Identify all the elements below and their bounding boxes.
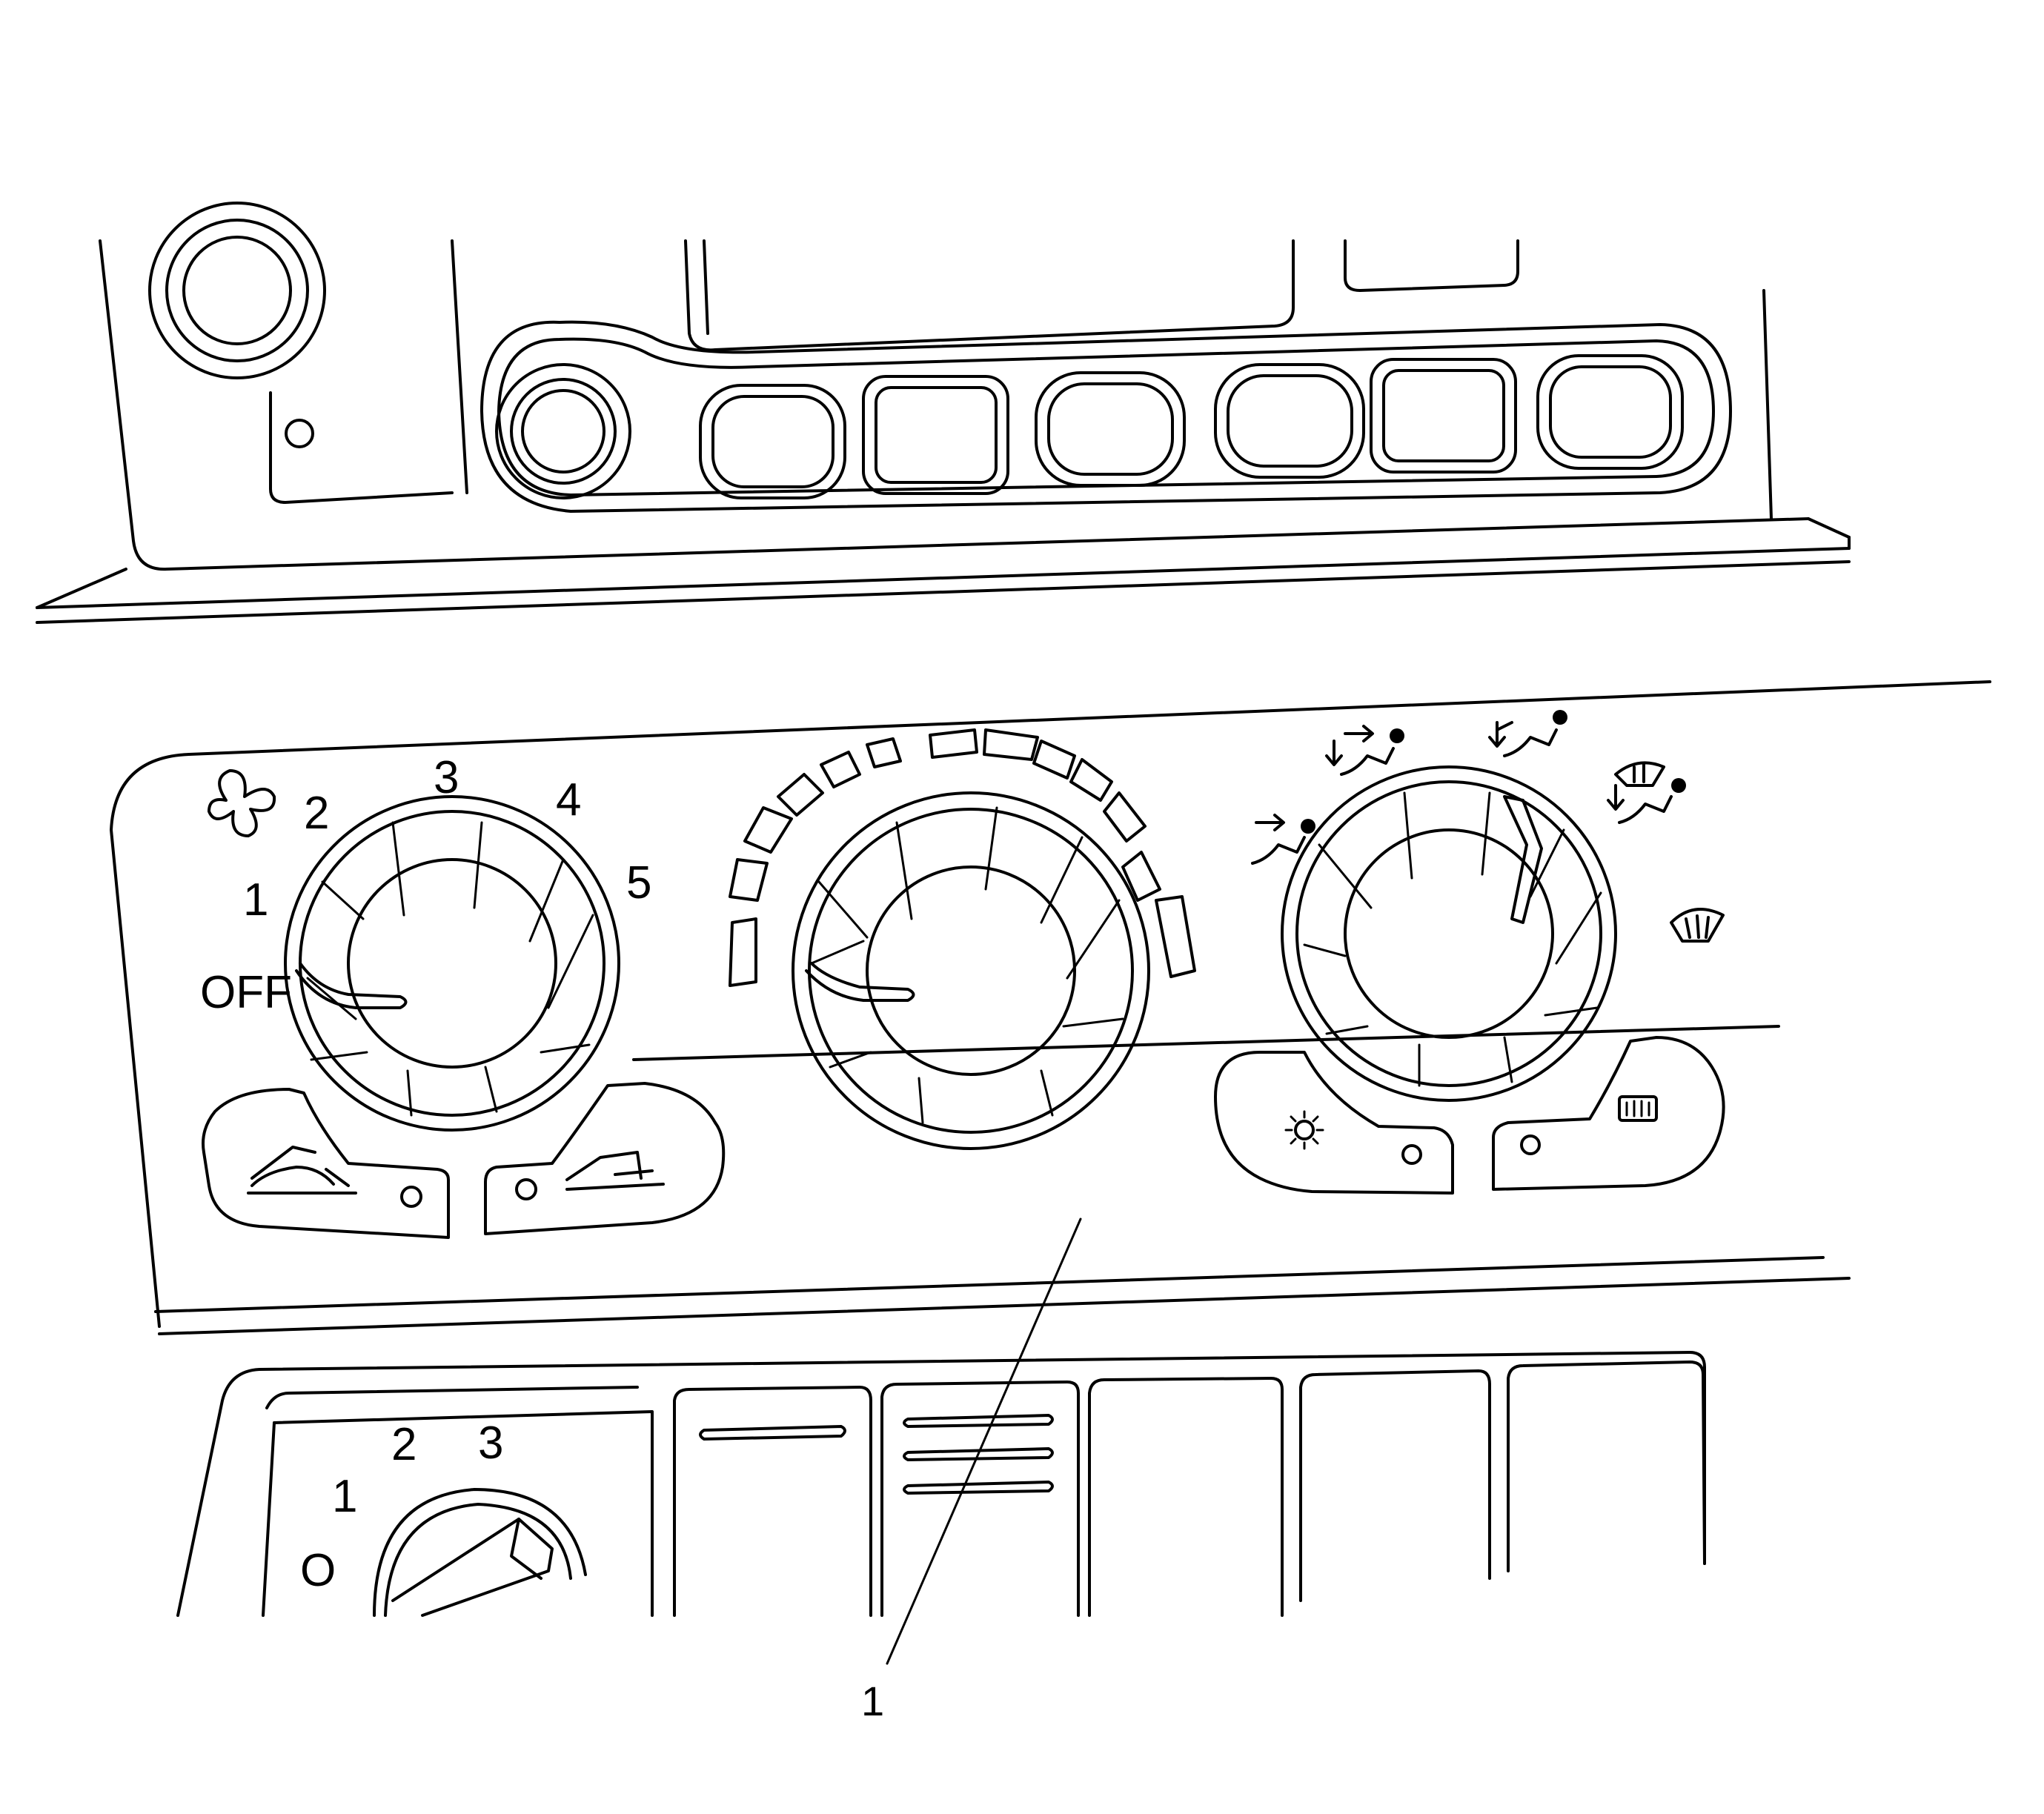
air-conditioning-icon	[1284, 1110, 1324, 1150]
feet-and-windscreen-icon	[1607, 761, 1686, 824]
recirculation-icon	[247, 1146, 357, 1195]
upper-audio-unit	[36, 202, 1851, 624]
callout-label: 1	[861, 1678, 884, 1724]
fan-scale-4: 4	[556, 774, 581, 825]
fan-knob-pointer	[295, 962, 408, 1009]
face-vent-icon	[1251, 814, 1315, 865]
fresh-air-lamp	[515, 1178, 537, 1200]
preset-button-5[interactable]	[1370, 358, 1517, 474]
air-conditioning-lamp	[1401, 1144, 1422, 1165]
rear-window-demist-lamp	[1520, 1134, 1541, 1155]
volume-knob[interactable]	[148, 202, 326, 379]
fan-scale-off: OFF	[200, 967, 292, 1018]
preset-buttons	[699, 354, 1684, 499]
windscreen-defrost-icon	[1670, 908, 1725, 943]
rotary-switch[interactable]	[373, 1488, 587, 1617]
temperature-knob-pointer	[805, 962, 915, 1002]
temperature-segment-arc	[729, 728, 1196, 987]
fan-scale-1: 1	[243, 874, 268, 926]
preset-button-2[interactable]	[862, 375, 1009, 495]
feet-icon	[1488, 710, 1567, 757]
preset-button-6[interactable]	[1536, 354, 1684, 470]
air-distribution-knob[interactable]	[1281, 765, 1617, 1102]
switch-blank-4[interactable]	[1299, 1369, 1491, 1602]
fan-speed-scale: OFF 1 2 3 4 5	[200, 752, 651, 1018]
recirculation-button[interactable]	[247, 1146, 422, 1208]
switch-scale-2: 2	[391, 1419, 417, 1470]
fan-scale-2: 2	[304, 788, 329, 839]
left-button-pod	[202, 1082, 726, 1239]
switch-blank-2[interactable]	[880, 1381, 1080, 1617]
right-button-pod	[1214, 1036, 1725, 1195]
rear-window-demist-button[interactable]	[1520, 1095, 1658, 1155]
switch-blanks	[673, 1360, 1706, 1617]
fan-icon	[208, 769, 276, 837]
callout-leader-line	[886, 1217, 1082, 1665]
rear-window-demist-icon	[1618, 1095, 1658, 1122]
switch-blank-1[interactable]	[673, 1386, 872, 1617]
preset-button-1[interactable]	[699, 384, 846, 499]
switch-scale-0: O	[300, 1545, 336, 1596]
rotary-switch-scale: O 1 2 3	[300, 1418, 503, 1596]
lower-switch-bank: O 1 2 3	[176, 1351, 1706, 1617]
switch-blank-3[interactable]	[1088, 1377, 1284, 1617]
air-conditioning-button[interactable]	[1284, 1110, 1422, 1165]
climate-control-panel: OFF 1 2 3 4 5	[110, 680, 1991, 1335]
mode-icons	[1251, 710, 1725, 943]
switch-scale-1: 1	[332, 1471, 357, 1522]
preset-button-4[interactable]	[1214, 363, 1365, 479]
switch-scale-3: 3	[478, 1418, 503, 1469]
fan-scale-3: 3	[434, 752, 459, 803]
indicator-lamp	[285, 419, 314, 448]
fan-speed-knob[interactable]	[284, 795, 620, 1132]
recirculation-lamp	[400, 1186, 422, 1208]
switch-blank-5[interactable]	[1507, 1360, 1706, 1572]
tuning-knob[interactable]	[495, 363, 631, 499]
face-and-feet-icon	[1325, 725, 1404, 776]
fresh-air-button[interactable]	[515, 1151, 665, 1200]
mode-knob-pointer	[1503, 795, 1543, 924]
callout-1: 1	[861, 1217, 1082, 1724]
fresh-air-icon	[565, 1151, 665, 1191]
temperature-knob[interactable]	[792, 791, 1150, 1150]
fan-scale-5: 5	[626, 857, 651, 908]
preset-button-3[interactable]	[1035, 371, 1186, 487]
